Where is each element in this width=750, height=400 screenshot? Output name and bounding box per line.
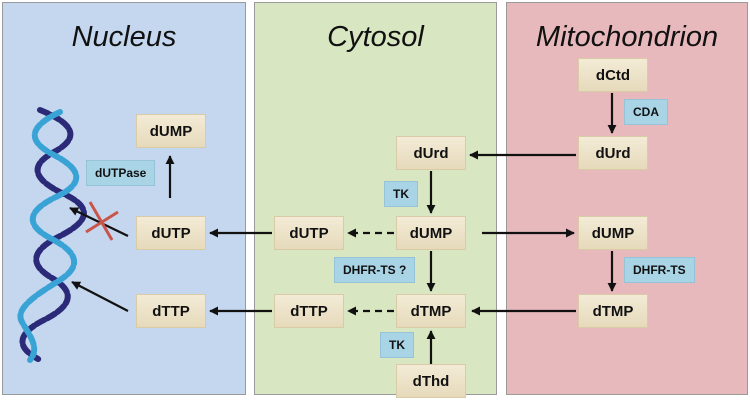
cytosol-dutp-node: dUTP [274,216,344,250]
arrow-dutp-to-dna [69,207,129,237]
cytosol-dhfr-ts-enzyme: DHFR-TS ? [334,257,416,283]
nucleus-dutp-node: dUTP [136,216,206,250]
cytosol-tk-enzyme-top: TK [384,181,418,207]
mitochondrion-title: Mitochondrion [535,21,719,53]
mito-dtmp-node: dTMP [578,294,648,328]
dna-helix-icon [17,107,87,363]
nucleus-panel: Nucleus [2,2,246,395]
cytosol-dthd-node: dThd [396,364,466,398]
nucleus-dttp-node: dTTP [136,294,206,328]
blocked-x-icon [85,201,119,241]
mito-durd-node: dUrd [578,136,648,170]
nucleus-dump-node: dUMP [136,114,206,148]
nucleus-dutpase-enzyme: dUTPase [86,160,156,186]
cytosol-panel: Cytosol [254,2,497,395]
cytosol-dttp-node: dTTP [274,294,344,328]
arrow-dttp-to-dna [71,281,129,312]
cytosol-dump-node: dUMP [396,216,466,250]
mito-dctd-node: dCtd [578,58,648,92]
mito-cda-enzyme: CDA [624,99,668,125]
cytosol-dtmp-node: dTMP [396,294,466,328]
cytosol-title: Cytosol [327,21,424,53]
cytosol-tk-enzyme-bottom: TK [380,332,414,358]
mito-dump-node: dUMP [578,216,648,250]
nucleus-title: Nucleus [71,21,177,53]
mito-dhfr-ts-enzyme: DHFR-TS [624,257,695,283]
cytosol-durd-node: dUrd [396,136,466,170]
